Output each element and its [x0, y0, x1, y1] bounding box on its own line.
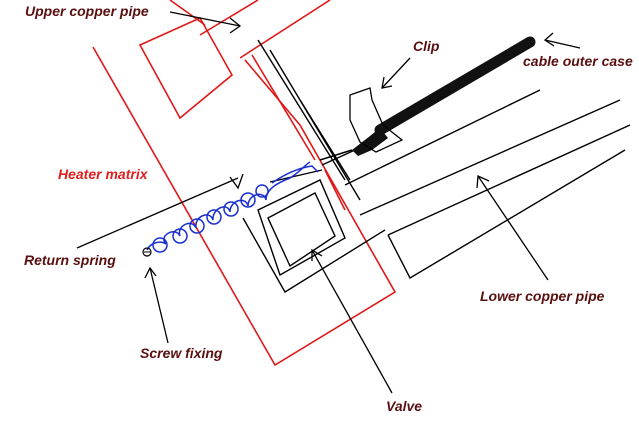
label-heater-matrix: Heater matrix	[58, 166, 148, 182]
label-return-spring: Return spring	[24, 252, 116, 268]
label-screw-fixing: Screw fixing	[140, 345, 223, 361]
label-lower-copper-pipe: Lower copper pipe	[480, 288, 605, 304]
label-clip: Clip	[413, 38, 440, 54]
leader-lines	[76, 11, 581, 394]
label-cable-outer-case: cable outer case	[523, 53, 633, 69]
label-upper-copper-pipe: Upper copper pipe	[25, 3, 149, 19]
cable-assembly	[319, 36, 536, 161]
label-valve: Valve	[386, 398, 423, 414]
pipes-and-valve	[242, 39, 631, 293]
screw-fixing	[142, 247, 152, 257]
heater-matrix-outline	[92, 0, 397, 367]
return-spring	[146, 161, 319, 253]
